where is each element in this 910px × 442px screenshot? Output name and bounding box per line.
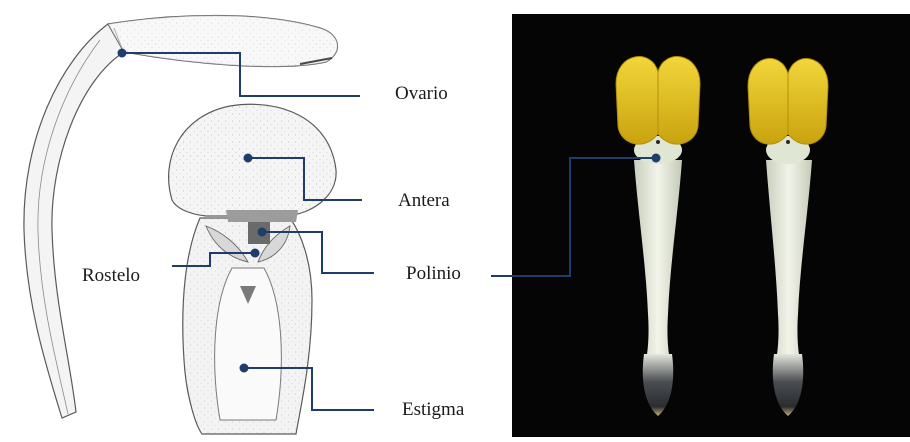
orchid-column-illustration <box>0 0 512 437</box>
pollinarium-right <box>748 59 828 416</box>
dot-polinio <box>258 228 267 237</box>
label-rostelo: Rostelo <box>82 266 140 285</box>
dot-estigma <box>240 364 249 373</box>
label-polinio: Polinio <box>406 264 461 283</box>
dot-antera <box>244 154 253 163</box>
pollinarium-photo <box>512 14 910 437</box>
dot-ovario <box>118 49 127 58</box>
pollinarium-left <box>616 57 700 416</box>
label-estigma: Estigma <box>402 400 464 419</box>
dot-rostelo <box>251 249 260 258</box>
photo-artwork <box>512 14 910 437</box>
column-drawing <box>183 210 312 434</box>
label-antera: Antera <box>398 191 450 210</box>
label-ovario: Ovario <box>395 84 448 103</box>
